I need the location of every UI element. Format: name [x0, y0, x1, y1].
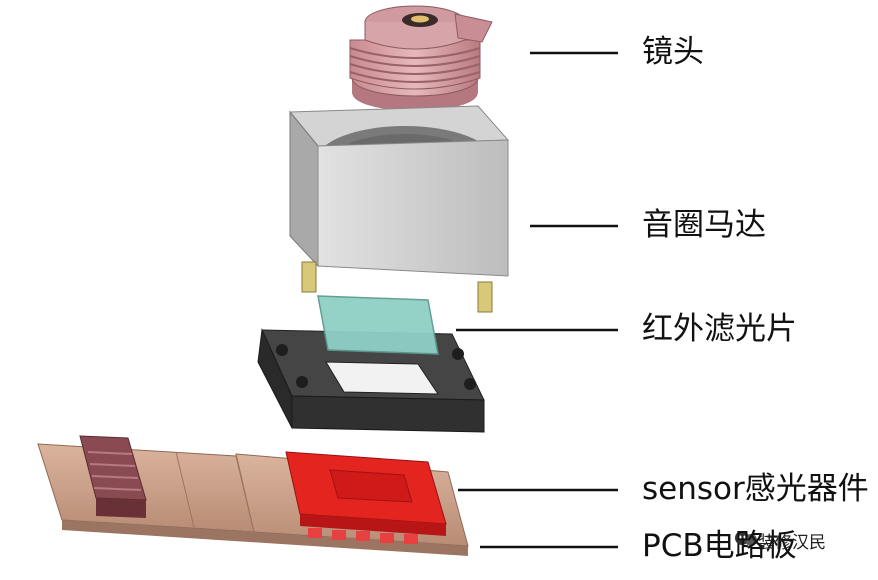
- lens-part: [349, 5, 493, 112]
- leader-lines: [456, 51, 618, 549]
- voice-coil-motor-part: [288, 105, 510, 313]
- label-lens: 镜头: [642, 34, 704, 70]
- label-voice-coil-motor: 音圈马达: [642, 207, 766, 243]
- sensor-part: [285, 451, 447, 544]
- connector-part: [79, 435, 147, 518]
- watermark-text: 装修汉民: [758, 533, 826, 553]
- ir-filter-part: [317, 295, 439, 355]
- label-sensor: sensor感光器件: [642, 471, 869, 507]
- watermark-icon: [735, 531, 757, 546]
- label-ir-filter: 红外滤光片: [642, 311, 797, 347]
- label-pcb: PCB电路板: [642, 528, 797, 564]
